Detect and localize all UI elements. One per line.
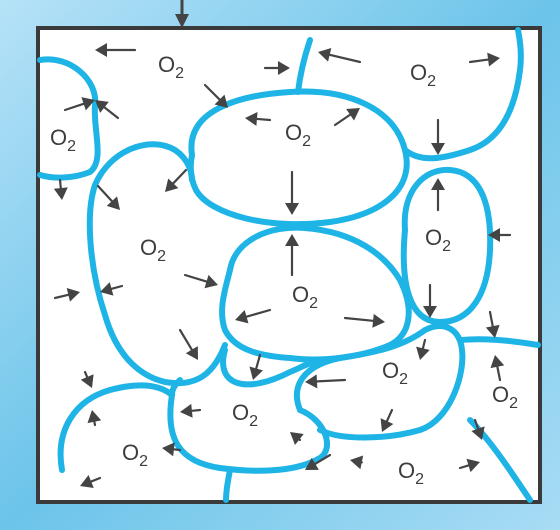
tissue-frame <box>38 28 540 502</box>
